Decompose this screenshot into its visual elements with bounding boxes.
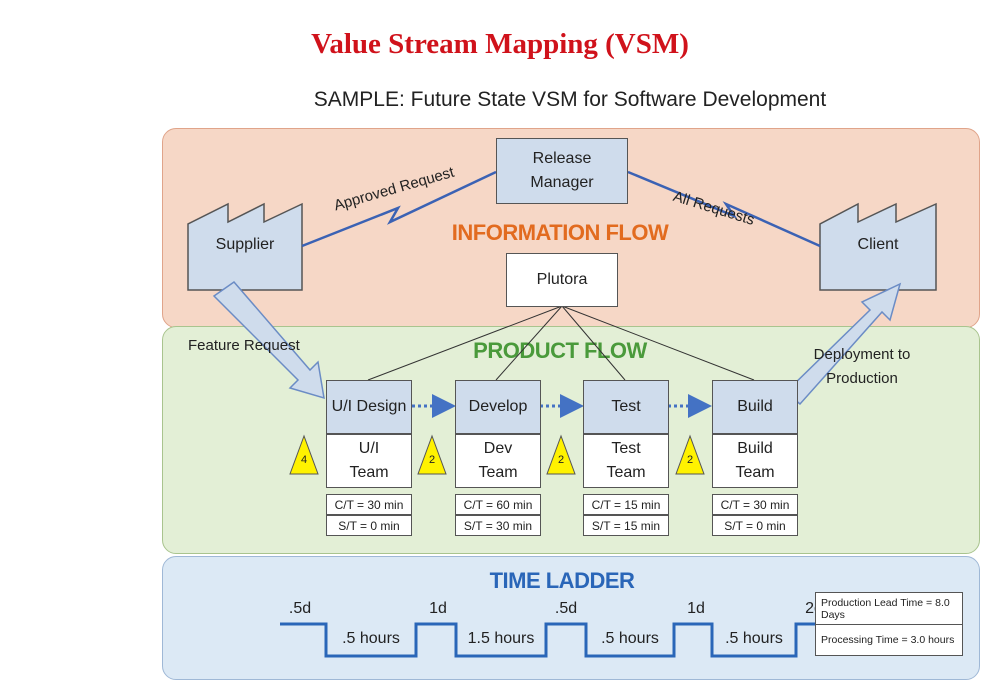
release-manager-box: Release Manager (496, 138, 628, 204)
processing-time-summary: Processing Time = 3.0 hours (816, 624, 962, 655)
time-ladder-line (280, 622, 815, 658)
process-time-label: 1.5 hours (467, 630, 535, 647)
client-label: Client (857, 236, 899, 253)
time-ladder-label: TIME LADDER (489, 568, 635, 593)
cycle-time: C/T = 60 min (455, 494, 541, 515)
inventory-count: 2 (557, 454, 565, 466)
cycle-time: C/T = 30 min (712, 494, 798, 515)
wait-time-label: 1d (687, 600, 705, 617)
process-time-label: .5 hours (725, 630, 783, 647)
lead-time-summary: Production Lead Time = 8.0 Days (821, 596, 950, 621)
supplier-factory-icon (187, 202, 303, 291)
process-name: Develop (455, 380, 541, 434)
inventory-triangles (289, 434, 705, 475)
main-title: Value Stream Mapping (VSM) (311, 28, 689, 60)
feature-request-arrow (212, 280, 325, 400)
cycle-time: C/T = 30 min (326, 494, 412, 515)
feature-request-label: Feature Request (188, 337, 300, 354)
process-time-label: .5 hours (342, 630, 400, 647)
process-team: U/I Team (326, 434, 412, 488)
wait-time-label: .5d (554, 600, 578, 617)
deployment-arrow (784, 282, 902, 406)
process-team: Test Team (583, 434, 669, 488)
inventory-count: 2 (428, 454, 436, 466)
setup-time: S/T = 15 min (583, 515, 669, 536)
information-flow-label: INFORMATION FLOW (451, 220, 669, 245)
product-flow-label: PRODUCT FLOW (473, 338, 647, 363)
wait-time-label: 1d (429, 600, 447, 617)
summary-box: Production Lead Time = 8.0 Days Processi… (815, 592, 963, 656)
client-factory-icon (819, 202, 937, 291)
process-name: Test (583, 380, 669, 434)
inventory-count: 4 (300, 454, 308, 466)
process-team: Dev Team (455, 434, 541, 488)
process-name: U/I Design (326, 380, 412, 434)
all-requests-flow (627, 170, 821, 248)
process-team: Build Team (712, 434, 798, 488)
process-time-label: .5 hours (601, 630, 659, 647)
deployment-label: Deployment to Production (813, 346, 911, 387)
wait-time-label: .5d (288, 600, 312, 617)
setup-time: S/T = 0 min (712, 515, 798, 536)
cycle-time: C/T = 15 min (583, 494, 669, 515)
supplier-label: Supplier (215, 236, 275, 253)
inventory-count: 2 (686, 454, 694, 466)
approved-request-flow (301, 170, 497, 248)
setup-time: S/T = 30 min (455, 515, 541, 536)
process-name: Build (712, 380, 798, 434)
setup-time: S/T = 0 min (326, 515, 412, 536)
plutora-box: Plutora (506, 253, 618, 307)
diagram-subtitle: SAMPLE: Future State VSM for Software De… (313, 88, 827, 111)
plutora-links (367, 305, 755, 381)
